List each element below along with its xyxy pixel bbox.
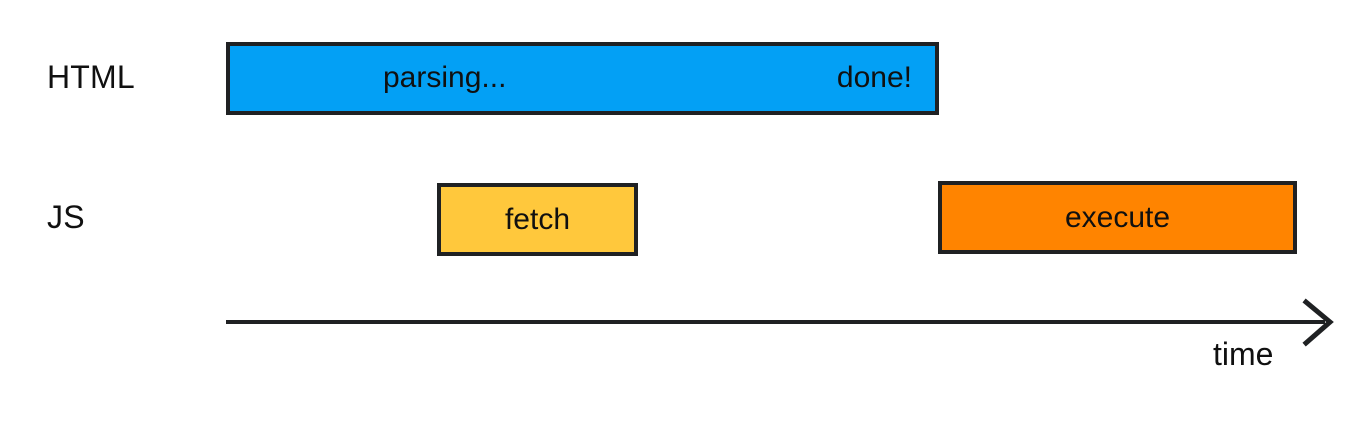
bar-fetch-label: fetch bbox=[504, 202, 571, 236]
time-axis-label: time bbox=[1213, 336, 1274, 372]
bar-js-fetch: fetch bbox=[437, 183, 638, 256]
row-label-html: HTML bbox=[47, 59, 135, 95]
row-label-js: JS bbox=[47, 199, 85, 235]
bar-parsing-start-label: parsing... bbox=[383, 60, 507, 94]
bar-execute-label: execute bbox=[1064, 200, 1171, 234]
time-axis bbox=[220, 296, 1340, 352]
bar-html-parsing: parsing... done! bbox=[226, 42, 939, 115]
bar-js-execute: execute bbox=[938, 181, 1297, 254]
arrow-right-icon bbox=[226, 298, 1334, 347]
bar-parsing-end-label: done! bbox=[836, 60, 912, 94]
